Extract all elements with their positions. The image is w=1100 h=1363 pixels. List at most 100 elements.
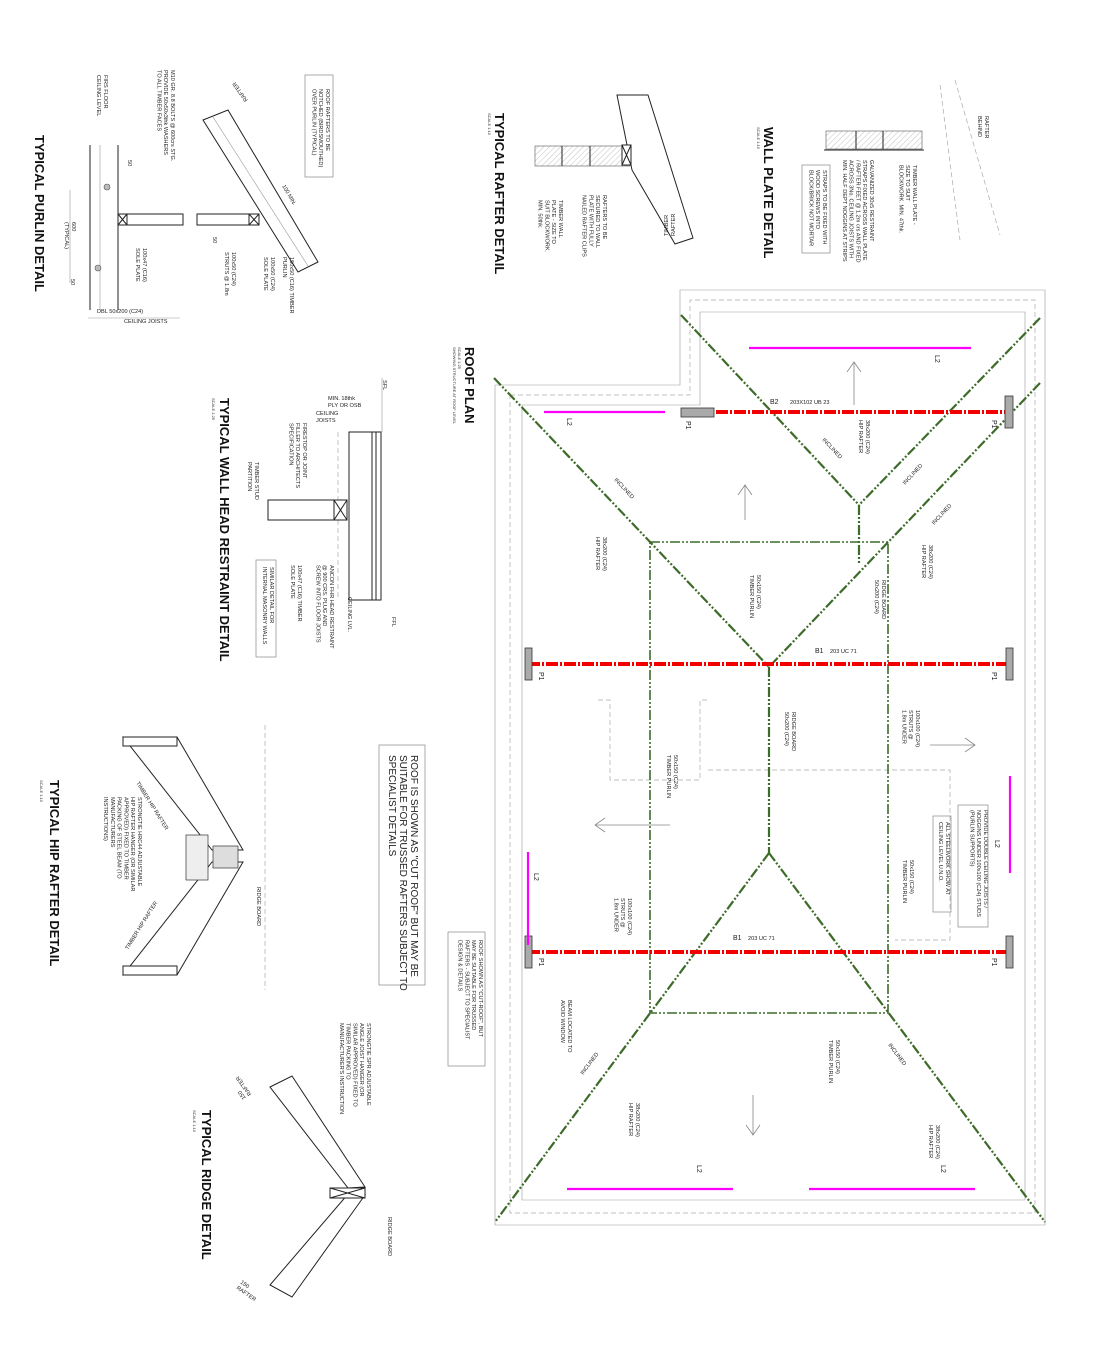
- label-line: TO ALL TIMBER FACES: [155, 70, 161, 131]
- struts-label: 100x100 (C24)STRUTS @1.8m UNDER: [900, 710, 920, 747]
- label-line: TIMBER WALL: [557, 200, 563, 238]
- label-line: / RAFTER FEET @ 1.2m crs AND FIXED: [854, 160, 860, 263]
- label-line: NOGGINS UNDER 100x100 (C24) STUDS: [975, 810, 981, 917]
- label-line: TIMBER PURLIN: [901, 860, 907, 903]
- label-line: STRONGTIE HRC44 ADJUSTABLE: [136, 797, 142, 887]
- label-line: PLATE - SIZE TO: [550, 200, 556, 244]
- scale-label: SCALE 1:10: [192, 1110, 197, 1133]
- label-line: PURLIN: [281, 257, 287, 278]
- wall-plate-title: WALL PLATE DETAIL: [761, 127, 776, 258]
- label-line: TIMBER: [664, 215, 670, 236]
- purlin-label: 50x150 (C24)TIMBER PURLIN: [665, 755, 678, 798]
- label-line: ROOF IS SHOWN AS "CUT ROOF" BUT MAY BE: [408, 755, 419, 977]
- ridge-board-label: RIDGE BOARD: [255, 887, 261, 926]
- label-line: 1.8m UNDER: [612, 898, 618, 932]
- ffl-label: FFL: [390, 617, 396, 627]
- post-label: P1: [684, 421, 691, 430]
- label-line: ROOF RAFTERS TO BE: [324, 89, 330, 151]
- label-line: SIZE TO SUIT: [904, 165, 910, 201]
- label-line: 50x150 (C24): [755, 575, 761, 609]
- dim-600: 600(TYPICAL): [63, 222, 76, 249]
- label-line: FIRESTOP OR JOINT: [301, 423, 307, 479]
- label-line: 150: [239, 1280, 250, 1290]
- label-line: RAFTERS TO BE: [601, 195, 607, 240]
- rafter-label: RAFTER: [232, 81, 250, 103]
- label-line: 100x50 (C24): [230, 252, 236, 286]
- inclined-label: INCLINED: [931, 503, 953, 526]
- label-line: TIMBER PURLIN: [665, 755, 671, 798]
- label-line: STRAPS TO BE FIXED WITH: [821, 170, 827, 244]
- label-line: PROVIDE 50x50x3thk WASHERS: [162, 70, 168, 155]
- joists-label-2: CEILING JOISTS: [124, 319, 168, 325]
- label-line: TIMBER STUD: [253, 462, 259, 500]
- label-line: MAY BE SUITABLE FOR TRUSSED: [470, 940, 476, 1030]
- label-line: 38x200 (C24): [927, 545, 933, 579]
- label-line: ROOF SHOWN AS "CUT-ROOF", BUT: [477, 940, 483, 1037]
- label-line: 50x150 (C24): [672, 755, 678, 789]
- purlin-label: 50x150 (C24)TIMBER PURLIN: [901, 860, 914, 903]
- bolts-note: M10 GR. 8.8 BOLTS @ 600crs STG.PROVIDE 5…: [155, 70, 175, 162]
- label-line: MIN. 18thk: [328, 396, 355, 402]
- label-line: RAFTER: [983, 116, 989, 138]
- sole-plate-label: 100x47 (C16)SOLE PLATE: [134, 248, 147, 282]
- label-line: GALVANIZED 30x5 RESTRAINT: [868, 160, 874, 242]
- label-line: BLOCKWORK. MIN. 47thk.: [897, 165, 903, 234]
- label-line: 50x200 (C24): [873, 580, 879, 614]
- label-line: 1.8m UNDER: [900, 710, 906, 744]
- label-line: SCALE 1:25: [457, 347, 462, 370]
- label-line: (PURLIN SUPPORTS): [968, 810, 974, 867]
- lintel-label: L2: [532, 873, 539, 881]
- label-line: PROVIDE DOUBLE CEILING JOISTS /: [982, 810, 988, 908]
- rafter-detail-title: TYPICAL RAFTER DETAIL: [492, 113, 507, 274]
- label-line: MIN. 50thk.: [537, 200, 543, 229]
- label-line: SCREW INTO FLOOR JOISTS: [314, 565, 320, 643]
- label-line: 100x100 (C24): [626, 898, 632, 935]
- label-line: STRONGTIE SPR ADJUSTABLE: [365, 1023, 371, 1106]
- hip-rafter-label: 38x200 (C24)HIP RAFTER: [927, 1125, 940, 1159]
- label-line: FIRS FLOOR: [102, 75, 108, 109]
- ridge-detail-title: TYPICAL RIDGE DETAIL: [199, 1110, 214, 1260]
- beam-b1-section: 203 UC 71: [830, 649, 857, 655]
- label-line: 100x50 (C24): [269, 257, 275, 291]
- hip-rafter-label: 38x200 (C24)HIP RAFTER: [920, 545, 933, 579]
- scale-label: SCALE 1:10: [756, 127, 761, 150]
- struts-label: 100x50 (C24)STRUTS @ 1.8m: [223, 252, 236, 296]
- label-line: OVER PURLIN (TYPICAL): [310, 89, 316, 156]
- label-line: PLATE WITH FULLY: [587, 195, 593, 247]
- label-line: HIP RAFTER: [857, 420, 863, 453]
- label-line: JOISTS: [316, 418, 336, 424]
- label-line: SOLE PLATE: [262, 257, 268, 291]
- inclined-label: INCLINED: [580, 1052, 601, 1076]
- label-line: SIMILAR APPROVED) FIXED TO: [351, 1023, 357, 1107]
- hip-rafter-label: 38x200 (C24)HIP RAFTER: [857, 420, 870, 454]
- scale-label: SCALE 1:10: [39, 780, 44, 803]
- label-line: TIMBER WALL PLATE -: [911, 165, 917, 225]
- label-line: PARTITION: [246, 462, 252, 491]
- scale-label: SCALE 1:10: [487, 113, 492, 136]
- label-line: CEILING: [316, 411, 338, 417]
- post-label: P1: [990, 672, 997, 681]
- ceiling-lvl-label: CEILING LVL.: [346, 597, 352, 632]
- hip-rafter-label: 38x200 (C24)HIP RAFTER: [594, 537, 607, 571]
- label-line: AVOID WINDOW: [559, 1000, 565, 1044]
- cut-roof-note-text: ROOF IS SHOWN AS "CUT ROOF" BUT MAY BESU…: [386, 755, 419, 991]
- roof-plan: L2 L2 L2 L2 L2 L2 P1 P1 P1 P1 P1 P1 B2 2…: [447, 289, 1046, 1226]
- post-label: P1: [537, 958, 544, 967]
- label-line: RIDGE BOARD: [790, 712, 796, 751]
- lintel-label: L2: [695, 1165, 702, 1173]
- label-line: STRUTS @: [907, 710, 913, 740]
- double-joists-note: PROVIDE DOUBLE CEILING JOISTS /NOGGINS U…: [968, 810, 988, 917]
